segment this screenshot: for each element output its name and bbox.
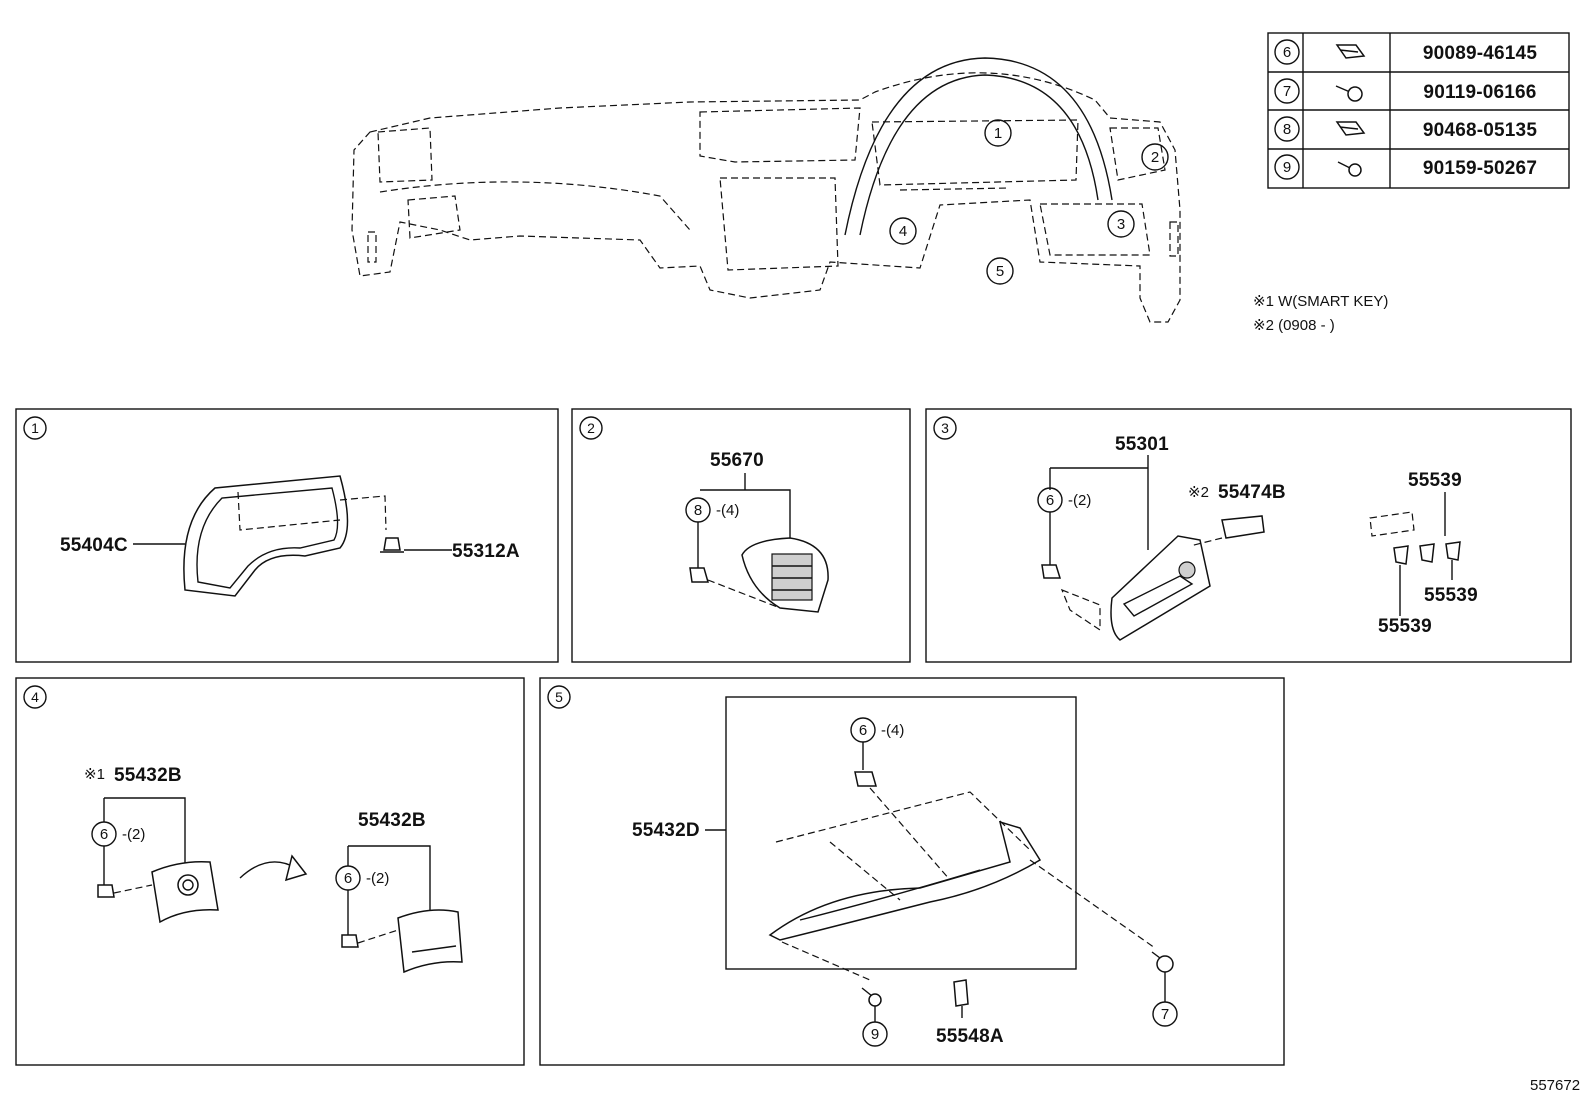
switch-cover-with-knob	[151, 860, 219, 924]
arrow-icon	[239, 854, 308, 882]
svg-text:1: 1	[994, 125, 1002, 142]
screw-7: 7	[1151, 951, 1178, 1027]
panel-5: 5 55432D 6 -(4) 9 55548A	[539, 677, 1285, 1066]
bracket-55548A	[953, 979, 969, 1018]
svg-text:2: 2	[587, 420, 595, 436]
panel-3: 3 55301 6 -(2) ※2 55474B 55539 55539 555…	[925, 408, 1572, 663]
svg-text:※2: ※2	[1188, 484, 1209, 501]
screw-icon	[1337, 161, 1362, 177]
svg-text:9: 9	[871, 1026, 879, 1043]
svg-text:6: 6	[1046, 492, 1054, 509]
dashboard-overview: 1 2 3 4 5	[351, 57, 1181, 323]
svg-text:6: 6	[859, 722, 867, 739]
svg-text:6: 6	[100, 826, 108, 843]
overview-callout-3: 3	[1107, 210, 1135, 238]
side-air-vent	[741, 537, 829, 613]
part-55539-bottom: 55539	[1378, 616, 1432, 637]
svg-text:4: 4	[899, 223, 907, 240]
svg-text:-(4): -(4)	[716, 502, 739, 519]
part-55539-top: 55539	[1408, 470, 1462, 491]
part-55432B: 55432B	[358, 810, 426, 831]
switch-cover-blank	[397, 909, 463, 974]
overview-callout-2: 2	[1141, 143, 1169, 171]
fastener-table: 6 90089-46145 7 90119-06166 8 90468-0513…	[1267, 32, 1570, 189]
fastener-row-9: 9 90159-50267	[1274, 154, 1537, 180]
diagram-id: 557672	[1530, 1077, 1580, 1094]
note-smart-key: ※1 W(SMART KEY)	[1253, 293, 1388, 310]
svg-text:3: 3	[941, 420, 949, 436]
part-55432B-smart-key: 55432B	[114, 765, 182, 786]
overview-callout-4: 4	[889, 217, 917, 245]
fastener-row-7: 7 90119-06166	[1274, 78, 1536, 104]
clip-55312A	[380, 537, 404, 553]
svg-text:9: 9	[1283, 159, 1291, 176]
svg-text:90468-05135: 90468-05135	[1423, 120, 1537, 141]
svg-text:5: 5	[996, 263, 1004, 280]
overview-callout-5: 5	[986, 257, 1014, 285]
panel-2: 2 55670 8 -(4)	[571, 408, 911, 663]
clip-icon	[1335, 44, 1366, 59]
panel-4: 4 ※1 55432B 6 -(2) 55432B 6 -(2)	[15, 677, 525, 1066]
svg-text:8: 8	[694, 502, 702, 519]
svg-text:-(2): -(2)	[122, 826, 145, 843]
screw-9: 9	[861, 987, 888, 1047]
part-55312A: 55312A	[452, 541, 520, 562]
svg-text:6: 6	[1283, 44, 1291, 61]
panel-1: 1 55404C 55312A	[15, 408, 559, 663]
svg-text:3: 3	[1117, 216, 1125, 233]
part-55404C: 55404C	[60, 535, 128, 556]
part-55548A: 55548A	[936, 1026, 1004, 1047]
part-55301: 55301	[1115, 434, 1169, 455]
combination-meter-hood	[183, 475, 387, 597]
svg-text:90089-46145: 90089-46145	[1423, 43, 1537, 64]
part-55539-right: 55539	[1424, 585, 1478, 606]
part-55432D: 55432D	[632, 820, 700, 841]
svg-text:-(4): -(4)	[881, 722, 904, 739]
note-date-range: ※2 (0908 - )	[1253, 317, 1335, 334]
svg-text:4: 4	[31, 689, 39, 705]
fastener-row-8: 8 90468-05135	[1274, 116, 1537, 142]
svg-text:-(2): -(2)	[366, 870, 389, 887]
svg-text:-(2): -(2)	[1068, 492, 1091, 509]
instrument-lower-panel	[1110, 535, 1211, 641]
svg-text:5: 5	[555, 689, 563, 705]
part-55474B: 55474B	[1218, 482, 1286, 503]
svg-text:90159-50267: 90159-50267	[1423, 158, 1537, 179]
svg-text:2: 2	[1151, 149, 1159, 166]
svg-text:7: 7	[1283, 83, 1291, 100]
fastener-row-6: 6 90089-46145	[1274, 39, 1537, 65]
svg-text:6: 6	[344, 870, 352, 887]
svg-text:8: 8	[1283, 121, 1291, 138]
lower-instrument-panel	[768, 820, 1042, 941]
svg-text:90119-06166: 90119-06166	[1423, 82, 1536, 103]
svg-text:※1: ※1	[84, 766, 105, 783]
svg-text:7: 7	[1161, 1006, 1169, 1023]
overview-callout-1: 1	[984, 119, 1012, 147]
part-55670: 55670	[710, 450, 764, 471]
clip-icon	[1335, 121, 1366, 136]
svg-text:1: 1	[31, 420, 39, 436]
screw-icon	[1335, 85, 1363, 102]
